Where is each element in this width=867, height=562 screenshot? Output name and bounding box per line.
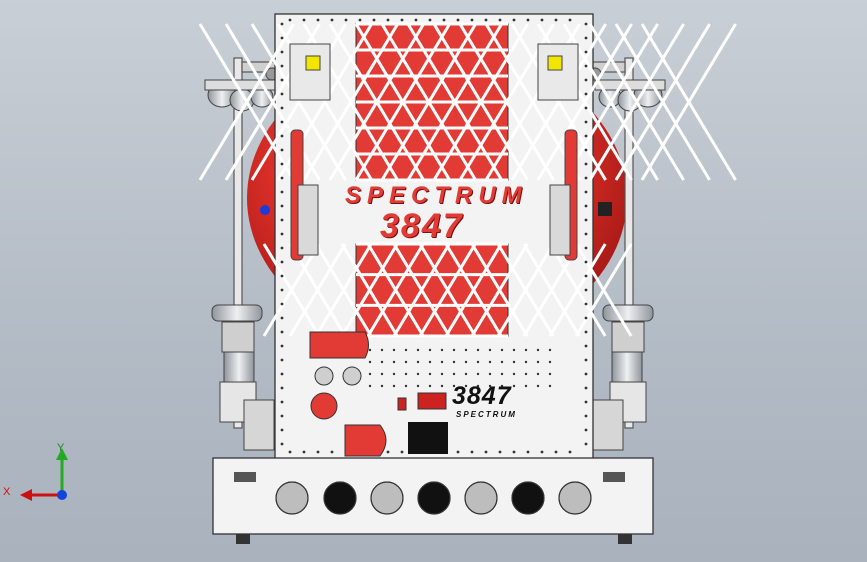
- left-top-omni-wheel: [204, 79, 276, 112]
- logo-word: SPECTRUM: [345, 182, 528, 209]
- z-axis-dot: [57, 490, 67, 500]
- badge-word: SPECTRUM: [456, 410, 517, 419]
- x-axis-arrow: [20, 489, 32, 501]
- x-axis-label: X: [3, 486, 11, 498]
- axis-triad: [20, 448, 68, 501]
- y-axis-arrow: [56, 448, 68, 460]
- y-axis-label: Y: [57, 442, 65, 454]
- front-plate: [200, 13, 736, 460]
- logo-number: 3847: [380, 207, 464, 245]
- left-lower-drive: [211, 304, 275, 451]
- right-lower-drive: [592, 304, 654, 451]
- bottom-bumper: [212, 457, 654, 544]
- badge-number: 3847: [452, 382, 512, 410]
- left-pole-assembly: [233, 57, 279, 429]
